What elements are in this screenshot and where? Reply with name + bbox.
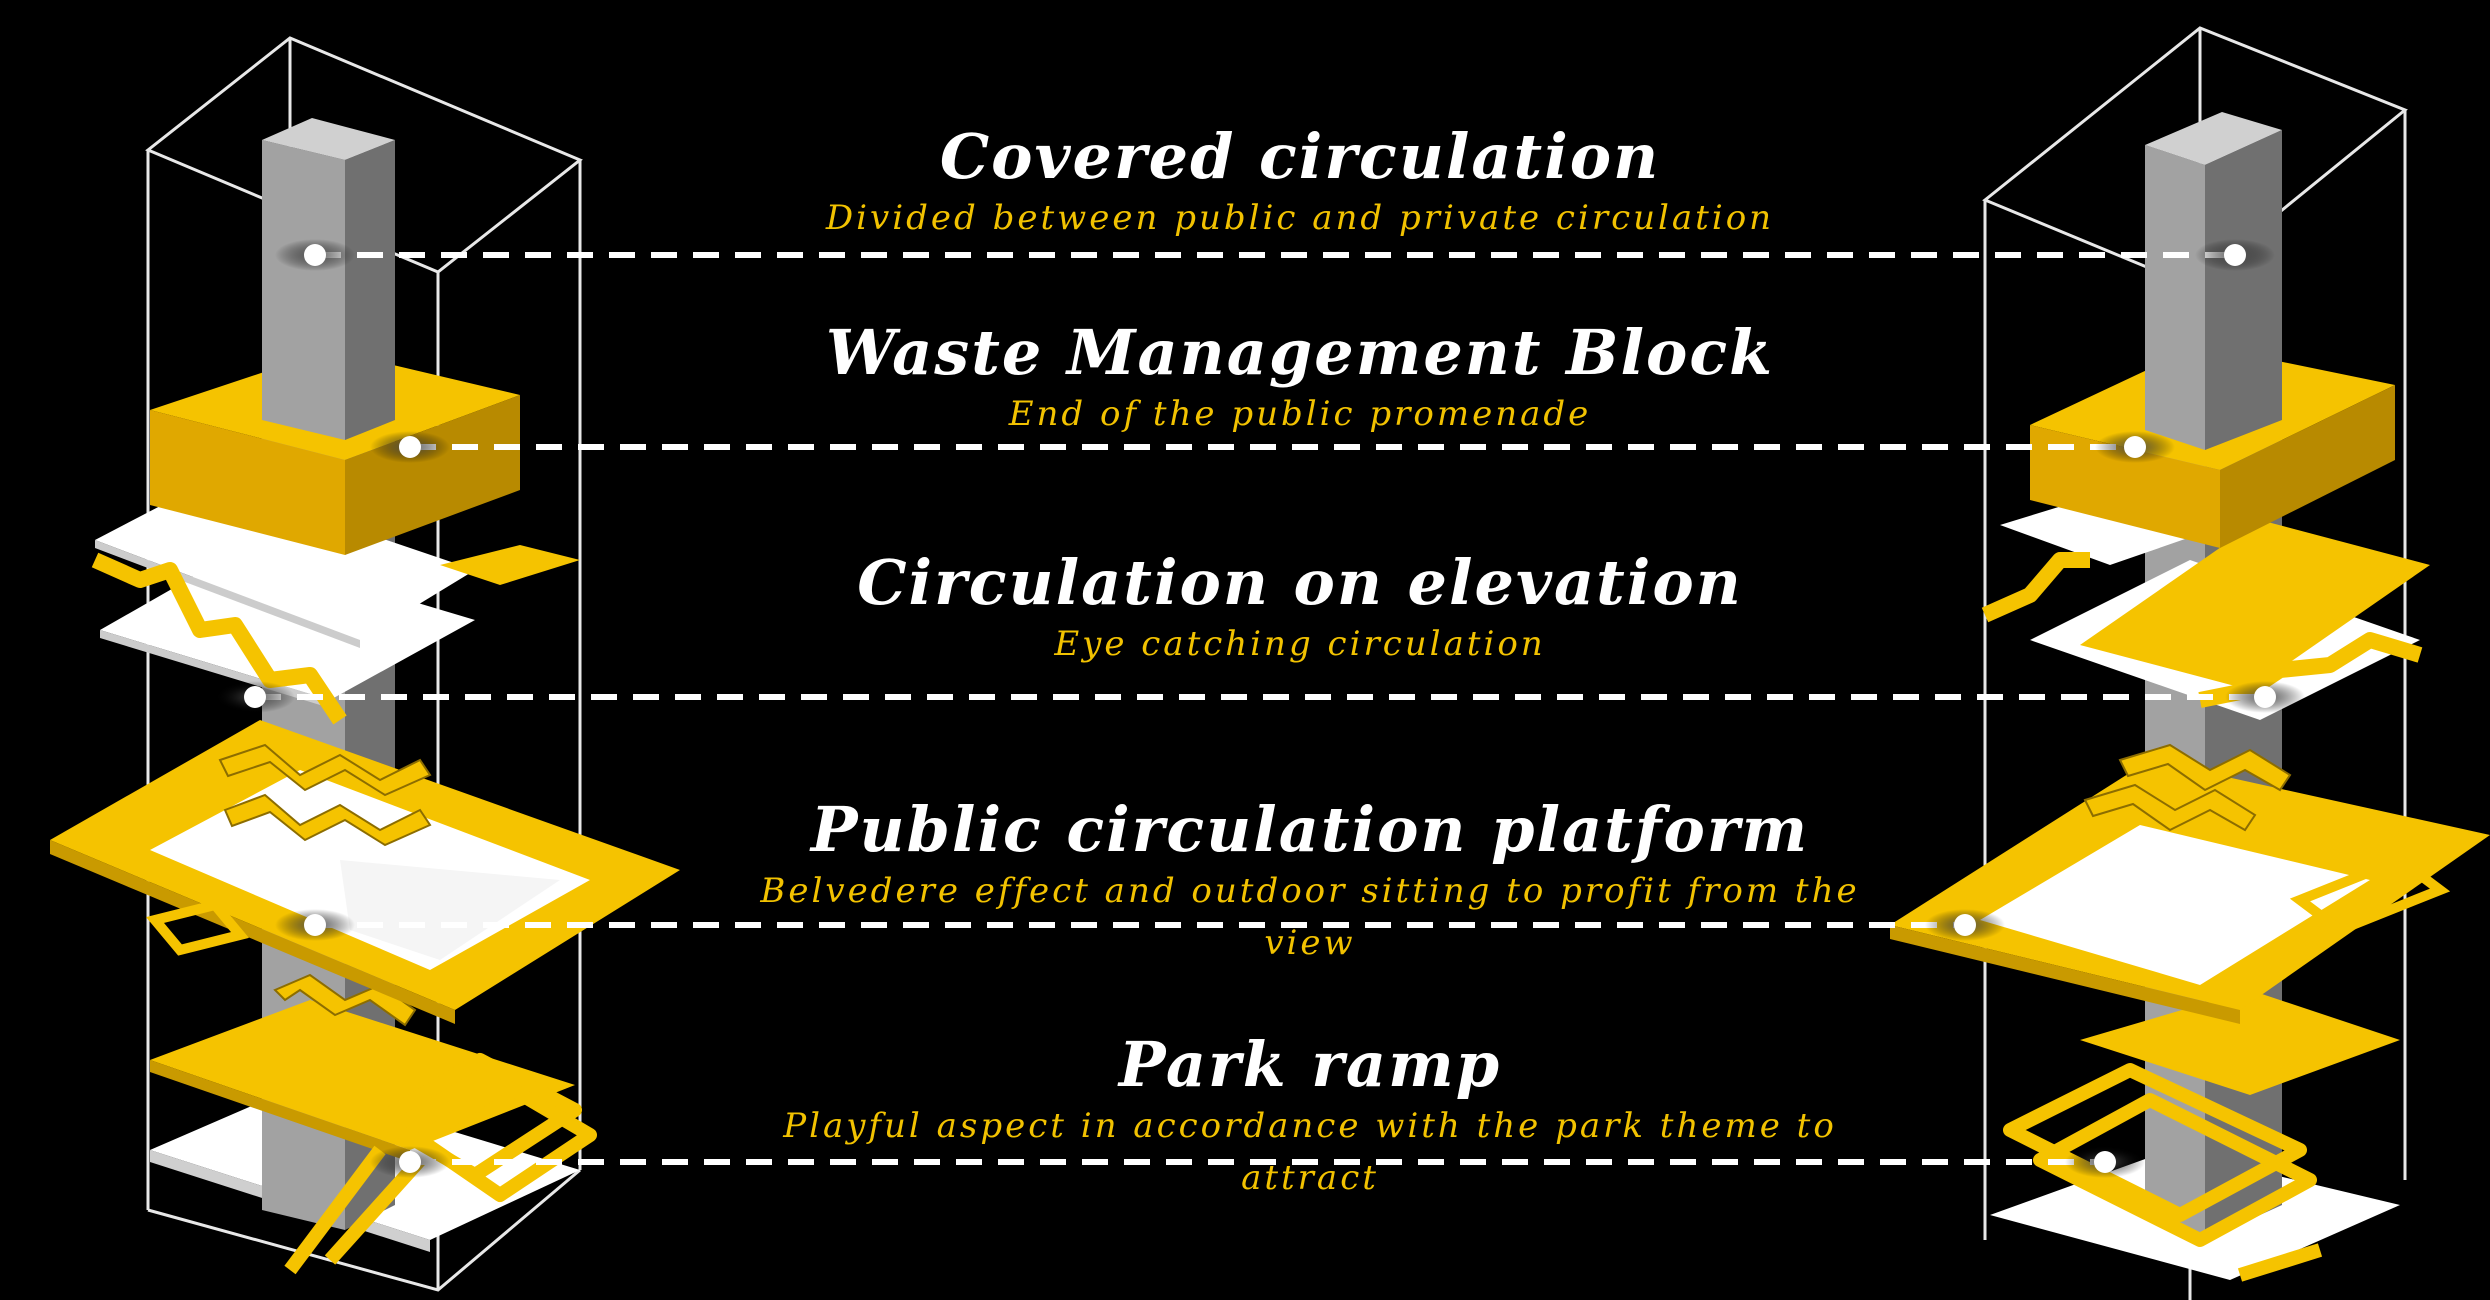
right-tower (1890, 26, 2490, 1300)
leader-dot (2254, 686, 2276, 708)
left-stair-mid (218, 743, 432, 847)
right-side-ring (2289, 854, 2451, 936)
left-side-ring (146, 899, 249, 956)
label-subtitle: Belvedere effect and outdoor sitting to … (760, 871, 1860, 963)
label-waste-management-block: Waste Management Block End of the public… (700, 318, 1900, 440)
left-core-top (262, 140, 395, 440)
leader-dot (399, 436, 421, 458)
leader-dot (2224, 244, 2246, 266)
right-park-slab (2080, 990, 2400, 1095)
leader-dots (244, 244, 2276, 1173)
leader-dot (244, 686, 266, 708)
label-title: Public circulation platform (810, 793, 1810, 866)
label-subtitle: Divided between public and private circu… (825, 198, 1775, 238)
leader-dot (1954, 914, 1976, 936)
leader-lines (255, 252, 2265, 1165)
leader-dot (2124, 436, 2146, 458)
leader-dot (399, 1151, 421, 1173)
right-elevated-plate (2080, 520, 2430, 690)
right-core-top (2145, 130, 2282, 450)
right-public-platform (1890, 760, 2490, 1024)
left-tower (50, 36, 680, 1292)
label-park-ramp: Park ramp Playful aspect in accordance w… (760, 1030, 1860, 1204)
leader-dot (304, 914, 326, 936)
label-title: Covered circulation (939, 120, 1661, 193)
label-subtitle: End of the public promenade (1008, 394, 1592, 434)
right-park-ramp (2003, 1063, 2323, 1282)
left-elevated-circulation (91, 552, 347, 725)
label-covered-circulation: Covered circulation Divided between publ… (700, 122, 1900, 244)
left-public-platform (50, 720, 680, 1024)
left-elevated-arm (440, 545, 580, 585)
leader-dot (304, 244, 326, 266)
label-subtitle: Eye catching circulation (1054, 624, 1546, 664)
label-circulation-on-elevation: Circulation on elevation Eye catching ci… (700, 548, 1900, 670)
label-title: Circulation on elevation (857, 546, 1743, 619)
label-subtitle: Playful aspect in accordance with the pa… (783, 1106, 1837, 1198)
label-public-circulation-platform: Public circulation platform Belvedere ef… (760, 795, 1860, 969)
label-title: Park ramp (1118, 1028, 1502, 1101)
label-title: Waste Management Block (825, 316, 1775, 389)
leader-dot (2094, 1151, 2116, 1173)
right-stair-mid (2083, 743, 2292, 832)
